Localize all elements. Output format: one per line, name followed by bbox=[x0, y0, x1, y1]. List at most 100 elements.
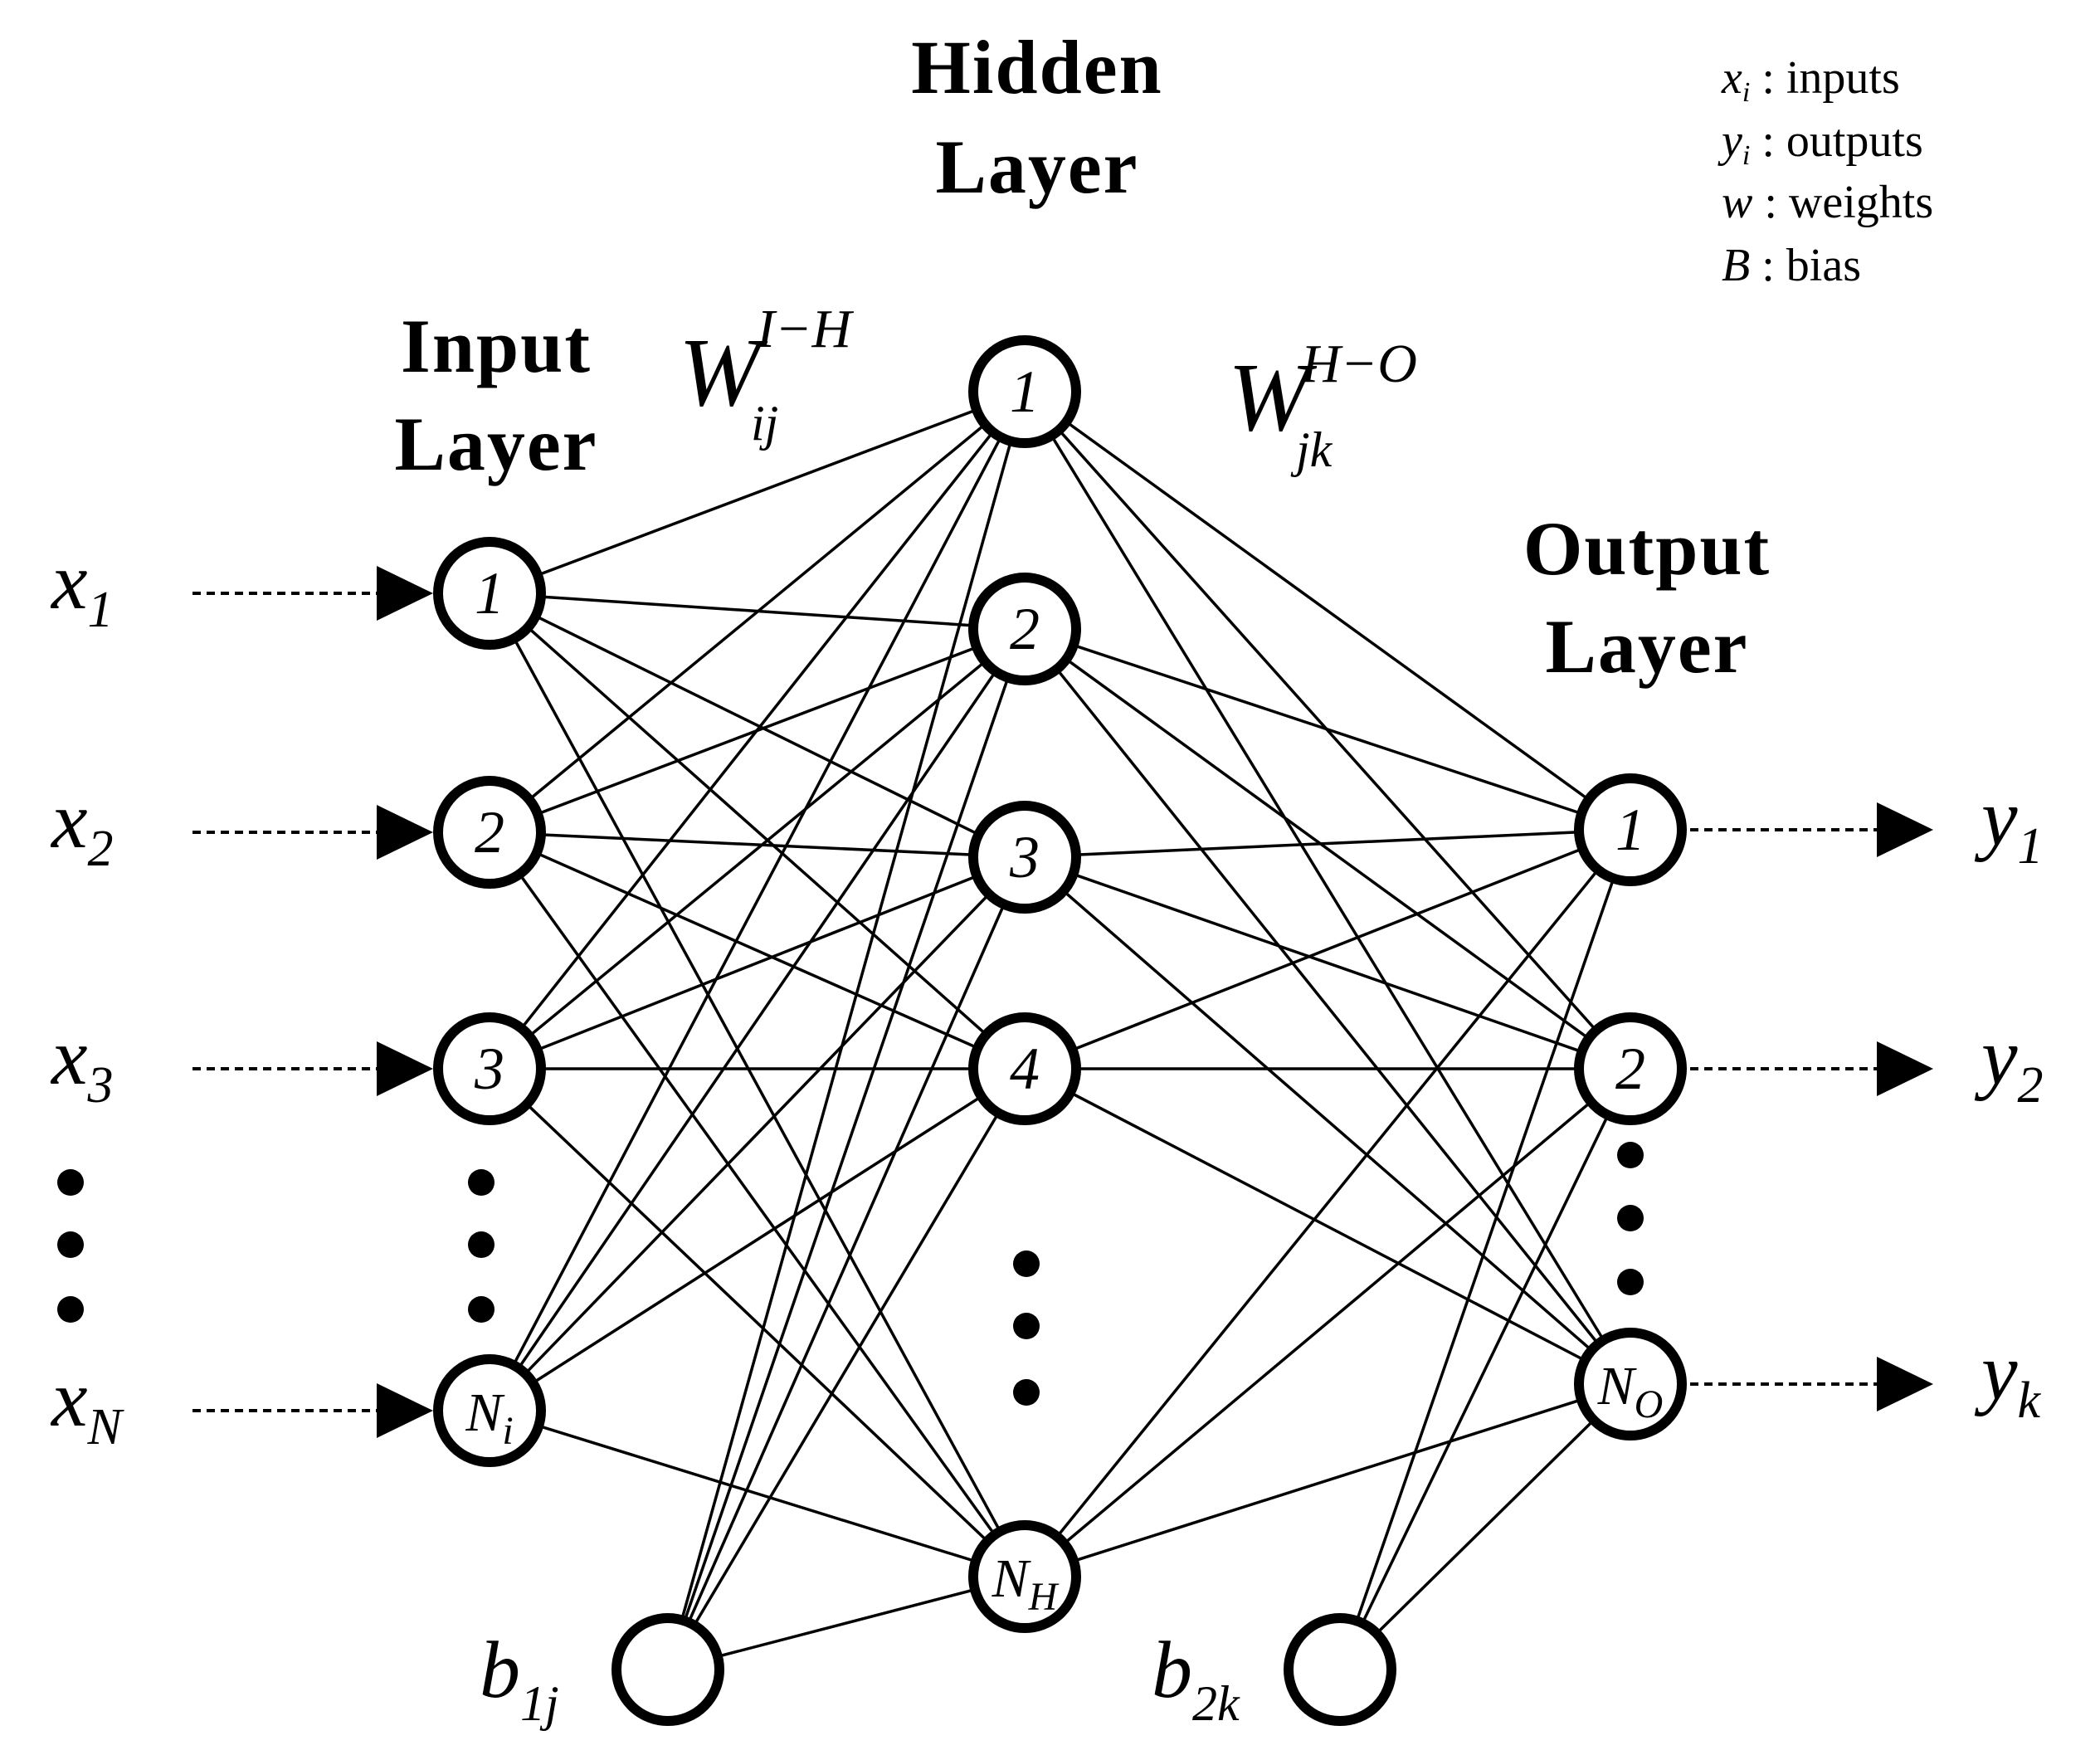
ellipsis-dot bbox=[57, 1296, 84, 1323]
edge-hidden-2-output-1 bbox=[1024, 856, 1631, 1070]
edge-bias2-output-0 bbox=[1338, 829, 1632, 1670]
edge-hidden-1-output-2 bbox=[1023, 627, 1632, 1386]
edge-bias1-hidden-4 bbox=[667, 1575, 1026, 1671]
ellipsis-dot bbox=[1617, 1205, 1644, 1231]
input-label-2: x2 bbox=[50, 776, 114, 877]
edge-input-2-hidden-0 bbox=[488, 390, 1026, 1070]
edge-input-1-hidden-2 bbox=[489, 831, 1026, 859]
input-layer-title-line1: Input bbox=[401, 304, 592, 388]
edge-input-1-hidden-3 bbox=[489, 831, 1026, 1070]
edge-input-0-hidden-0 bbox=[489, 390, 1026, 595]
output-node-2: 2 bbox=[1574, 1012, 1687, 1125]
edge-input-0-hidden-2 bbox=[489, 592, 1026, 859]
input-label-1: x1 bbox=[50, 537, 114, 638]
legend-bias: B : bias bbox=[1722, 240, 1861, 291]
ellipsis-dot bbox=[1013, 1250, 1040, 1277]
hidden-node-1-circle bbox=[968, 335, 1081, 448]
output-node-1: 1 bbox=[1574, 773, 1687, 886]
edge-input-3-hidden-0 bbox=[488, 391, 1026, 1411]
hidden-node-5-label: NH bbox=[992, 1548, 1060, 1619]
edge-input-0-hidden-4 bbox=[488, 592, 1026, 1577]
neurons: 1 2 3Ni 1 2 3 4NH 1 2NO bbox=[433, 335, 1687, 1726]
input-node-1: 1 bbox=[433, 537, 546, 650]
input-label-3: x3 bbox=[50, 1012, 114, 1114]
input-node-3-circle bbox=[433, 1012, 546, 1125]
edge-hidden-4-output-1 bbox=[1023, 1067, 1632, 1578]
edge-hidden-0-output-0 bbox=[1023, 390, 1632, 831]
input-arrow-1 bbox=[192, 566, 433, 621]
input-arrow-3 bbox=[192, 1041, 433, 1096]
ellipsis-dot bbox=[468, 1296, 495, 1323]
edge-hidden-1-output-0 bbox=[1024, 627, 1631, 831]
edge-hidden-2-output-2 bbox=[1023, 856, 1632, 1386]
legend-weights: w : weights bbox=[1722, 177, 1933, 228]
svg-text:ij: ij bbox=[751, 396, 778, 451]
edge-input-3-hidden-4 bbox=[489, 1409, 1026, 1578]
input-node-4: Ni bbox=[433, 1354, 546, 1467]
svg-text:jk: jk bbox=[1290, 422, 1333, 477]
hidden-node-1-label: 1 bbox=[1010, 358, 1040, 425]
legend: xi : inputs yi : outputs w : weights B :… bbox=[1718, 52, 1933, 291]
svg-text:W: W bbox=[1228, 343, 1318, 451]
input-node-1-label: 1 bbox=[475, 560, 504, 626]
edge-input-0-hidden-3 bbox=[488, 592, 1026, 1070]
output-arrow-1 bbox=[1690, 802, 1933, 857]
input-node-2: 2 bbox=[433, 776, 546, 889]
edge-input-2-hidden-1 bbox=[488, 627, 1026, 1070]
hidden-node-3-circle bbox=[968, 801, 1081, 914]
hidden-node-4-label: 4 bbox=[1010, 1036, 1040, 1102]
ellipsis-dots bbox=[57, 1142, 1644, 1406]
output-arrow-2 bbox=[1690, 1041, 1933, 1096]
input-node-3-label: 3 bbox=[474, 1036, 504, 1102]
edge-hidden-0-output-2 bbox=[1023, 391, 1632, 1385]
edge-bias1-hidden-2 bbox=[666, 856, 1026, 1670]
hidden-layer-title-line2: Layer bbox=[935, 124, 1138, 209]
bias-node-2-circle bbox=[1284, 1613, 1396, 1726]
hidden-node-3-label: 3 bbox=[1009, 824, 1040, 890]
output-node-3-circle bbox=[1574, 1328, 1687, 1441]
input-node-2-label: 2 bbox=[475, 799, 504, 865]
bias-label-1: b1j bbox=[480, 1626, 559, 1731]
input-node-1-circle bbox=[433, 537, 546, 650]
hidden-node-5: NH bbox=[968, 1520, 1081, 1633]
svg-text:W: W bbox=[679, 318, 768, 427]
ellipsis-dot bbox=[1013, 1379, 1040, 1406]
input-label-4: xN bbox=[50, 1354, 125, 1455]
weight-label-hidden-output: W jk H−O bbox=[1228, 334, 1417, 477]
edge-hidden-3-output-0 bbox=[1024, 828, 1631, 1070]
hidden-node-2: 2 bbox=[968, 573, 1081, 685]
edge-input-3-hidden-3 bbox=[489, 1067, 1026, 1412]
output-label-1: y1 bbox=[1974, 773, 2044, 875]
bias-node-2 bbox=[1284, 1613, 1396, 1726]
edge-bias1-hidden-3 bbox=[666, 1068, 1026, 1670]
ellipsis-dot bbox=[468, 1169, 495, 1196]
io-arrows bbox=[192, 566, 1933, 1438]
ellipsis-dot bbox=[57, 1169, 84, 1196]
edge-bias2-output-1 bbox=[1338, 1068, 1632, 1670]
output-node-3-label: NO bbox=[1597, 1356, 1664, 1426]
edge-bias2-output-2 bbox=[1338, 1382, 1632, 1671]
input-node-4-circle bbox=[433, 1354, 546, 1467]
weight-label-input-hidden: W ij I−H bbox=[679, 299, 855, 451]
edge-input-3-hidden-1 bbox=[488, 628, 1026, 1411]
edge-hidden-2-output-0 bbox=[1024, 828, 1631, 859]
legend-outputs: yi : outputs bbox=[1718, 115, 1923, 171]
edge-bias1-hidden-1 bbox=[666, 628, 1026, 1670]
output-layer-title-line2: Layer bbox=[1545, 604, 1748, 689]
hidden-node-3: 3 bbox=[968, 801, 1081, 914]
bias-node-1-circle bbox=[611, 1613, 724, 1726]
edge-input-1-hidden-0 bbox=[488, 390, 1026, 834]
output-node-3: NO bbox=[1574, 1328, 1687, 1441]
bias-node-1 bbox=[611, 1613, 724, 1726]
hidden-node-1: 1 bbox=[968, 335, 1081, 448]
ellipsis-dot bbox=[57, 1231, 84, 1258]
output-label-2: y2 bbox=[1974, 1012, 2044, 1114]
hidden-node-5-circle bbox=[968, 1520, 1081, 1633]
edge-hidden-3-output-2 bbox=[1024, 1067, 1631, 1386]
input-node-2-circle bbox=[433, 776, 546, 889]
edge-hidden-1-output-1 bbox=[1023, 627, 1632, 1070]
hidden-node-4-circle bbox=[968, 1012, 1081, 1125]
edge-hidden-4-output-0 bbox=[1023, 828, 1632, 1578]
